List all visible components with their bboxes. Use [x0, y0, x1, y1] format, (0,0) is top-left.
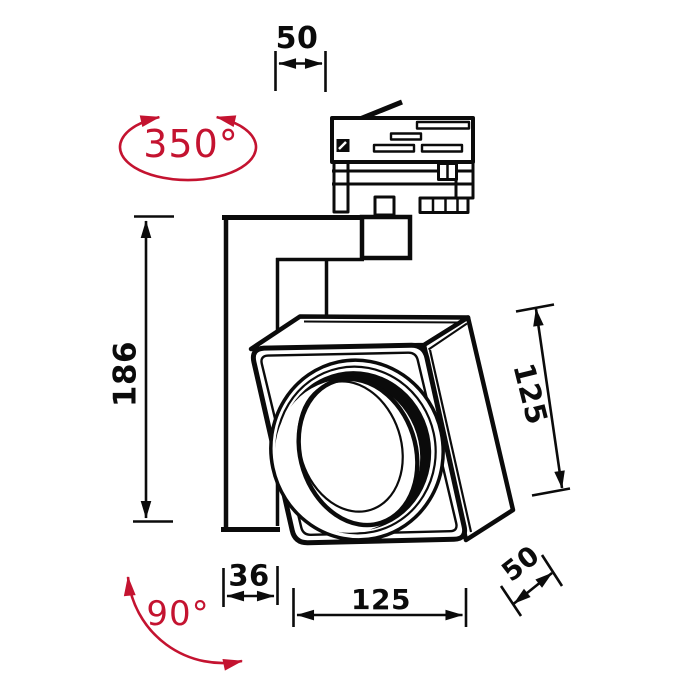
lamp-head	[248, 314, 516, 546]
dim-head-width	[292, 588, 468, 627]
dimension-lines	[133, 51, 571, 627]
dim-label-bracket-depth: 36	[228, 558, 270, 593]
dim-label-track-width: 50	[275, 21, 319, 56]
rotation-350-arc	[118, 115, 258, 182]
dim-overall-height	[133, 215, 174, 523]
rotation-arrows	[118, 115, 258, 671]
lens	[269, 358, 445, 542]
dim-head-depth	[499, 554, 564, 617]
dim-label-overall-height: 186	[107, 340, 144, 408]
rotation-90-arc	[123, 575, 244, 671]
dim-track-width	[274, 51, 327, 92]
dim-label-head-width: 125	[351, 583, 411, 616]
mounting-stem	[359, 214, 413, 261]
head-front-bezel	[260, 351, 458, 537]
dim-label-vertical-tilt: 90°	[146, 594, 210, 634]
track-adapter	[330, 99, 475, 217]
dim-head-height	[515, 303, 571, 497]
dim-label-horizontal-rotation: 350°	[143, 122, 239, 166]
